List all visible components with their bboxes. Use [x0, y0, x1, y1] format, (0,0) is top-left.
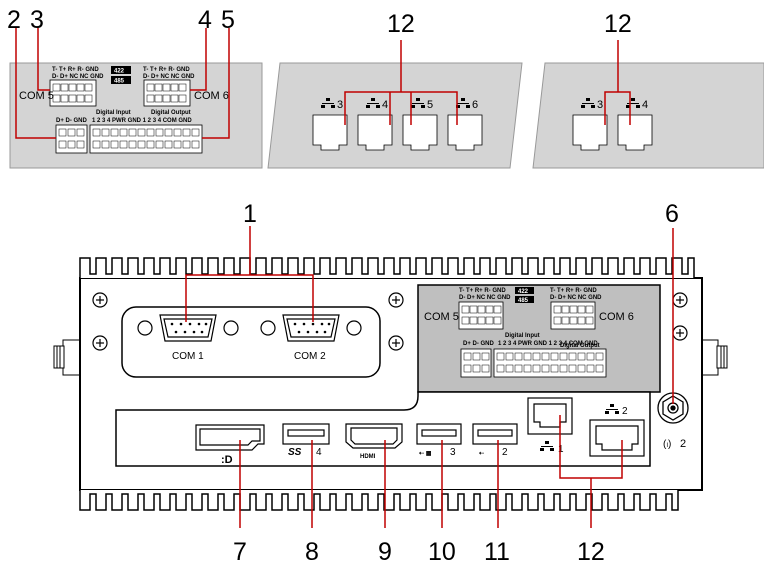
digital-input-label-top: Digital Input: [96, 110, 131, 116]
exp-mode-422: [515, 287, 534, 294]
pins-top-right: T- T+ R+ R- GND: [143, 67, 190, 73]
com6-label-top: COM 6: [194, 90, 229, 102]
pins-top-left: T- T+ R+ R- GND: [52, 67, 99, 73]
callout-12-bottom: 12: [577, 538, 605, 566]
usb-ss-label: SS: [288, 447, 302, 458]
callout-lines-panel-b: [344, 40, 458, 125]
usb3-icon: ⇠ ▦: [419, 451, 432, 457]
displayport: [195, 424, 265, 451]
lan3b-label: 3: [597, 99, 603, 111]
com6-connector: [143, 79, 191, 107]
callout-12-top-c: 12: [604, 10, 632, 38]
usb-ss-port: [282, 423, 330, 445]
lan-icons-panel-c: [581, 98, 640, 108]
exp-pins-bottom-left: D- D+ NC NC GND: [459, 295, 511, 301]
exp-com6-label: COM 6: [599, 311, 634, 323]
exp-digital-output-label: Digital Output: [560, 343, 600, 349]
usb-port-2: [472, 423, 518, 445]
lan3-label: 3: [337, 99, 343, 111]
exp-com5-label: COM 5: [424, 311, 459, 323]
com5-label-top: COM 5: [19, 90, 54, 102]
lan-icons-panel-b: [321, 98, 470, 108]
side-mount-right: [699, 339, 728, 376]
exp-com6-connector: [550, 301, 596, 330]
usb3-number: 3: [450, 447, 456, 458]
lan-port-1: [527, 397, 573, 435]
pins-bottom-left: D- D+ NC NC GND: [52, 74, 104, 80]
exp-pins-bottom-right: D- D+ NC NC GND: [550, 295, 602, 301]
exp-mode-485-label: 485: [518, 298, 529, 304]
callout-1-lines: [185, 226, 314, 322]
lan2-icon: [605, 404, 619, 414]
lan4-label: 4: [382, 99, 388, 111]
exp-dio-pins: [463, 352, 604, 373]
exp-dio-connector: [460, 348, 607, 378]
callout-11: 11: [484, 538, 510, 566]
mode-422-label: 422: [114, 69, 125, 75]
callout-10: 10: [428, 538, 456, 566]
lan-ports-panel-c: [572, 114, 653, 151]
callout-8: 8: [305, 538, 319, 566]
lan6-label: 6: [472, 99, 478, 111]
lan-port-2: [589, 419, 645, 457]
callout-1: 1: [243, 200, 257, 228]
exp-mode-422-label: 422: [518, 289, 529, 295]
callout-9: 9: [378, 538, 392, 566]
callout-3: 3: [30, 6, 44, 34]
hdmi-port: [345, 423, 403, 449]
callout-5: 5: [221, 6, 235, 34]
antenna-connector: [657, 392, 689, 424]
di-pins-top: D+ D- GND: [56, 118, 88, 124]
callout-7: 7: [233, 538, 247, 566]
com2-pins: [293, 322, 331, 334]
do-pins-top: 1 2 3 4 PWR GND 1 2 3 4 COM GND: [92, 118, 192, 124]
usb-port-3: [416, 423, 462, 445]
top-panel-lan4: [267, 62, 523, 169]
usb2-icon: ⇠: [479, 451, 484, 457]
callout-6: 6: [665, 200, 679, 228]
exp-mode-485: [515, 296, 534, 303]
lan-ports-panel-b: [312, 114, 483, 151]
hdmi-label: HDMI: [360, 454, 376, 460]
exp-com-pins: [461, 305, 594, 325]
callout-2: 2: [7, 6, 21, 34]
usb2-number: 2: [502, 447, 508, 458]
lan4b-label: 4: [642, 99, 648, 111]
com5-connector: [49, 79, 97, 107]
callout-lines-top-left: [15, 28, 230, 139]
com1-pins: [170, 322, 208, 334]
lan2-label: 2: [622, 406, 628, 417]
callout-lines-panel-c: [604, 40, 631, 125]
lan5-label: 5: [427, 99, 433, 111]
pins-bottom-right: D- D+ NC NC GND: [143, 74, 195, 80]
digital-output-label-top: Digital Output: [151, 110, 191, 116]
callout-4: 4: [198, 6, 212, 34]
screw-crosses: [96, 296, 684, 347]
exp-pins-top-right: T- T+ R+ R- GND: [550, 288, 597, 294]
usb-ss-number: 4: [316, 447, 322, 458]
com1-label: COM 1: [172, 351, 204, 362]
com2-label: COM 2: [294, 351, 326, 362]
mode-selector-422: [111, 66, 131, 74]
top-heatsink-fins: [79, 257, 695, 278]
dio-connector-top: [55, 124, 203, 154]
side-mount-left: [53, 339, 84, 376]
mode-485-label: 485: [114, 79, 125, 85]
exp-com5-connector: [458, 301, 504, 330]
callout-12-top-b: 12: [387, 10, 415, 38]
bottom-heatsink-fins: [79, 490, 679, 511]
exp-di-pins: D+ D- GND: [463, 341, 495, 347]
lan1-icon: [540, 441, 554, 451]
wifi-number: 2: [680, 438, 686, 450]
exp-do-pins: 1 2 3 4 PWR GND 1 2 3 4 COM GND: [498, 341, 598, 347]
bottom-callout-lines: [239, 415, 623, 528]
exp-pins-top-left: T- T+ R+ R- GND: [459, 288, 506, 294]
exp-digital-input-label: Digital Input: [505, 333, 540, 339]
lan1-label: 1: [558, 444, 564, 455]
dp-icon: :D: [221, 454, 233, 466]
mode-selector-485: [111, 76, 131, 84]
wifi-label: (ₗ): [663, 439, 671, 450]
